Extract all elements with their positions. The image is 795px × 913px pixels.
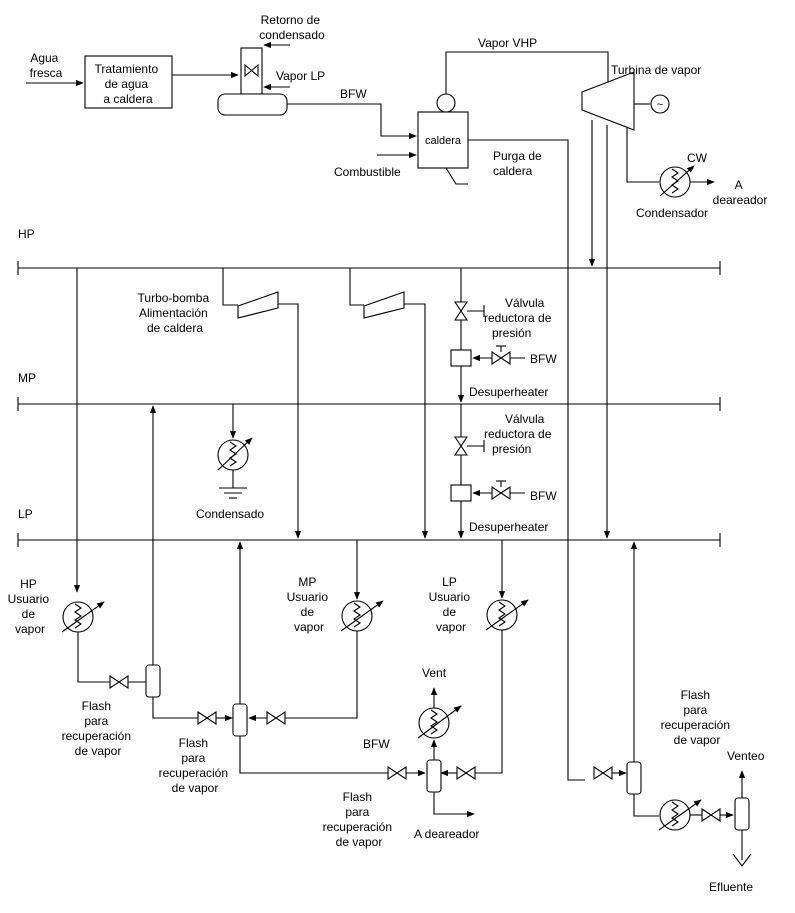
bfw-1-label: BFW xyxy=(530,352,557,366)
lp-header-label: LP xyxy=(18,507,33,521)
turbine-label: Turbina de vapor xyxy=(611,63,701,77)
cw-label: CW xyxy=(687,151,708,165)
flash-1-outlet-valve xyxy=(197,711,217,725)
retorno-label: Retorno de condensado xyxy=(259,13,325,42)
condensador-label: Condensador xyxy=(636,206,708,220)
desuperheater-1 xyxy=(450,349,472,367)
bfw-top-label: BFW xyxy=(340,87,367,101)
steam-turbine xyxy=(581,71,635,131)
flash-drum-3 xyxy=(426,759,442,793)
vapor-lp-label: Vapor LP xyxy=(276,69,325,83)
desuperheater-2-label: Desuperheater xyxy=(469,520,548,534)
vent-label: Vent xyxy=(422,666,447,680)
flash-2-label: Flash para recuperación de vapor xyxy=(159,736,232,795)
valvula-1-label: Válvula reductora de presión xyxy=(484,296,555,340)
generator-icon xyxy=(650,94,670,114)
efluente-label: Efluente xyxy=(709,880,753,894)
flash-1-label: Flash para recuperación de vapor xyxy=(62,699,135,758)
flash-drum-2 xyxy=(232,703,248,737)
steam-drum xyxy=(436,93,456,113)
hp-header-label: HP xyxy=(18,227,35,241)
bfw-valve-2 xyxy=(491,486,511,500)
pressure-reducing-valve-2 xyxy=(454,436,468,456)
lp-flash-valve xyxy=(456,766,476,780)
water-treatment-label: Tratamiento de agua a caldera xyxy=(95,62,162,106)
lp-user-label: LP Usuario de vapor xyxy=(429,575,474,634)
turbo-bomba-label: Turbo-bomba Alimentación de caldera xyxy=(138,291,213,335)
vent-drum xyxy=(734,797,750,831)
turbo-pump-2 xyxy=(363,291,405,319)
vapor-vhp-label: Vapor VHP xyxy=(478,36,537,50)
water-treatment-box xyxy=(84,55,173,109)
hp-user-label: HP Usuario de vapor xyxy=(8,577,53,636)
mp-user-label: MP Usuario de vapor xyxy=(287,575,332,634)
boiler-label: caldera xyxy=(425,135,462,147)
flash-drum-1 xyxy=(145,664,161,698)
a-deaereador-bottom-label: A deareador xyxy=(414,827,479,841)
flash-2-outlet-valve xyxy=(387,766,407,780)
purga-label: Purga de caldera xyxy=(493,149,545,178)
desuperheater-2 xyxy=(450,484,472,502)
deaerator-tank xyxy=(217,93,288,116)
a-deaereador-top-label: A deareador xyxy=(713,178,768,207)
flash-4-label: Flash para recuperación de vapor xyxy=(661,688,734,747)
combustible-label: Combustible xyxy=(334,165,401,179)
condensado-label: Condensado xyxy=(196,507,264,521)
flash-drum-4 xyxy=(626,761,642,795)
bfw-valve-1 xyxy=(491,351,511,365)
venteo-label: Venteo xyxy=(727,749,765,763)
blowdown-valve xyxy=(593,766,613,780)
valvula-2-label: Válvula reductora de presión xyxy=(484,412,555,456)
desuperheater-1-label: Desuperheater xyxy=(469,385,548,399)
agua-fresca-label: Agua fresca xyxy=(30,51,63,80)
hp-flash-valve xyxy=(109,675,129,689)
blowdown-outlet-valve xyxy=(701,808,721,822)
svg-text:~: ~ xyxy=(657,99,663,111)
mp-flash-valve xyxy=(266,711,286,725)
mp-header-label: MP xyxy=(18,371,36,385)
flash-3-label: Flash para recuperación de vapor xyxy=(323,790,396,849)
bfw-bottom-label: BFW xyxy=(363,737,390,751)
pressure-reducing-valve-1 xyxy=(454,301,468,321)
bfw-2-label: BFW xyxy=(530,489,557,503)
turbo-pump-1 xyxy=(237,291,279,319)
